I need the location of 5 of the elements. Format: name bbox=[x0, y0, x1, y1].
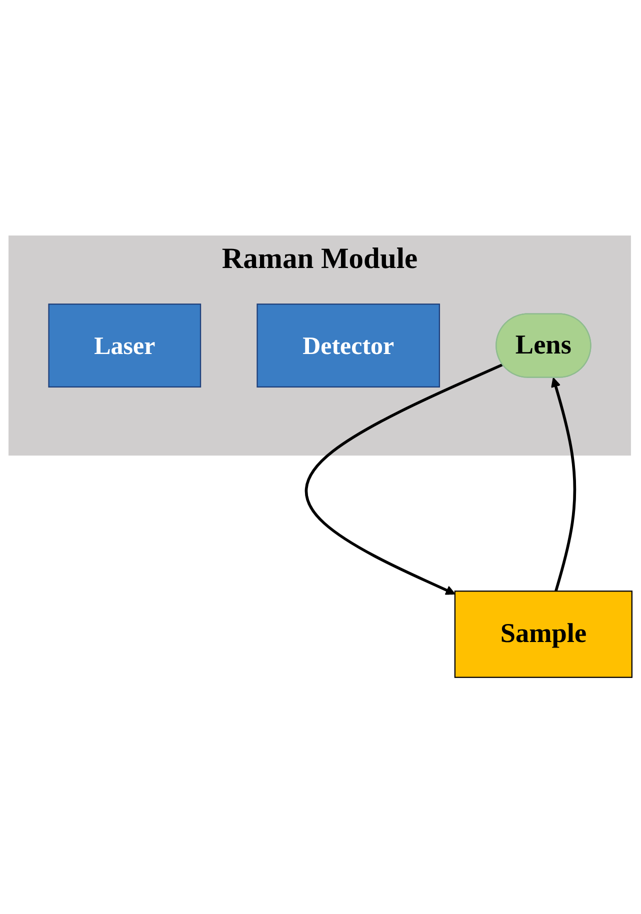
node-box: Laser bbox=[48, 304, 202, 388]
node-box: Sample bbox=[454, 590, 632, 678]
arrow bbox=[304, 364, 504, 596]
node-box: Detector bbox=[256, 304, 440, 388]
arrow bbox=[551, 378, 576, 592]
